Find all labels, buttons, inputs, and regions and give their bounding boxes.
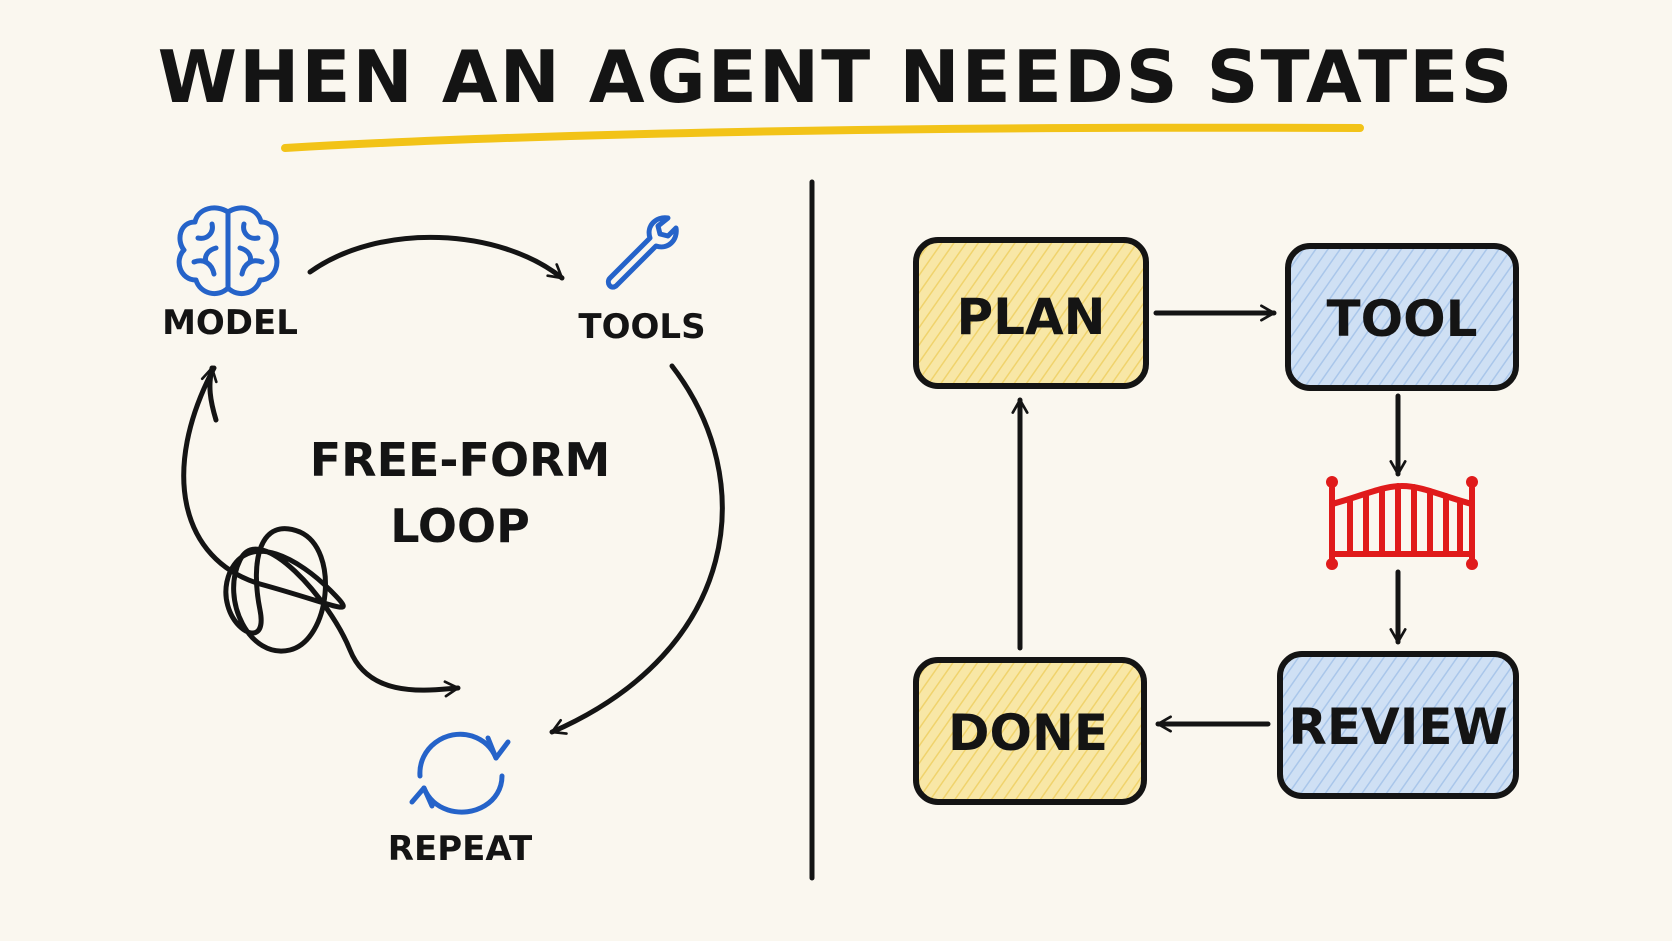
title-group: WHEN AN AGENT NEEDS STATES [158,35,1515,152]
tools-label: TOOLS [578,307,705,347]
page-title: WHEN AN AGENT NEEDS STATES [158,35,1515,119]
tools-to-repeat-arrow [549,363,725,735]
panel-divider [808,179,816,881]
wrench-icon [605,215,679,290]
gate-icon [1326,476,1478,570]
tangled-loop-arrow [181,365,461,698]
model-to-tools-arrow [307,234,565,281]
loop-label-line2: LOOP [390,499,530,553]
state-done: DONE [913,657,1147,805]
state-tool: TOOL [1285,243,1519,391]
state-done-label: DONE [948,704,1108,762]
right-panel: PLAN TOOL REVIEW DONE [913,237,1519,805]
state-review: REVIEW [1277,651,1519,799]
state-review-label: REVIEW [1288,698,1507,756]
state-plan-box [913,237,1149,389]
refresh-icon [409,731,511,815]
state-plan: PLAN [913,237,1149,389]
repeat-label: REPEAT [388,829,533,869]
state-tool-label: TOOL [1327,290,1478,348]
state-done-box [913,657,1147,805]
state-review-box [1277,651,1519,799]
brain-icon [176,205,280,297]
left-panel: MODEL TOOLS REPEAT FREE-FORM LOOP [162,205,725,869]
model-label: MODEL [162,303,298,343]
loop-label-line1: FREE-FORM [310,433,611,487]
to-model-arrow-head [200,365,219,423]
state-plan-label: PLAN [956,288,1105,346]
state-tool-box [1285,243,1519,391]
title-underline [281,123,1364,152]
